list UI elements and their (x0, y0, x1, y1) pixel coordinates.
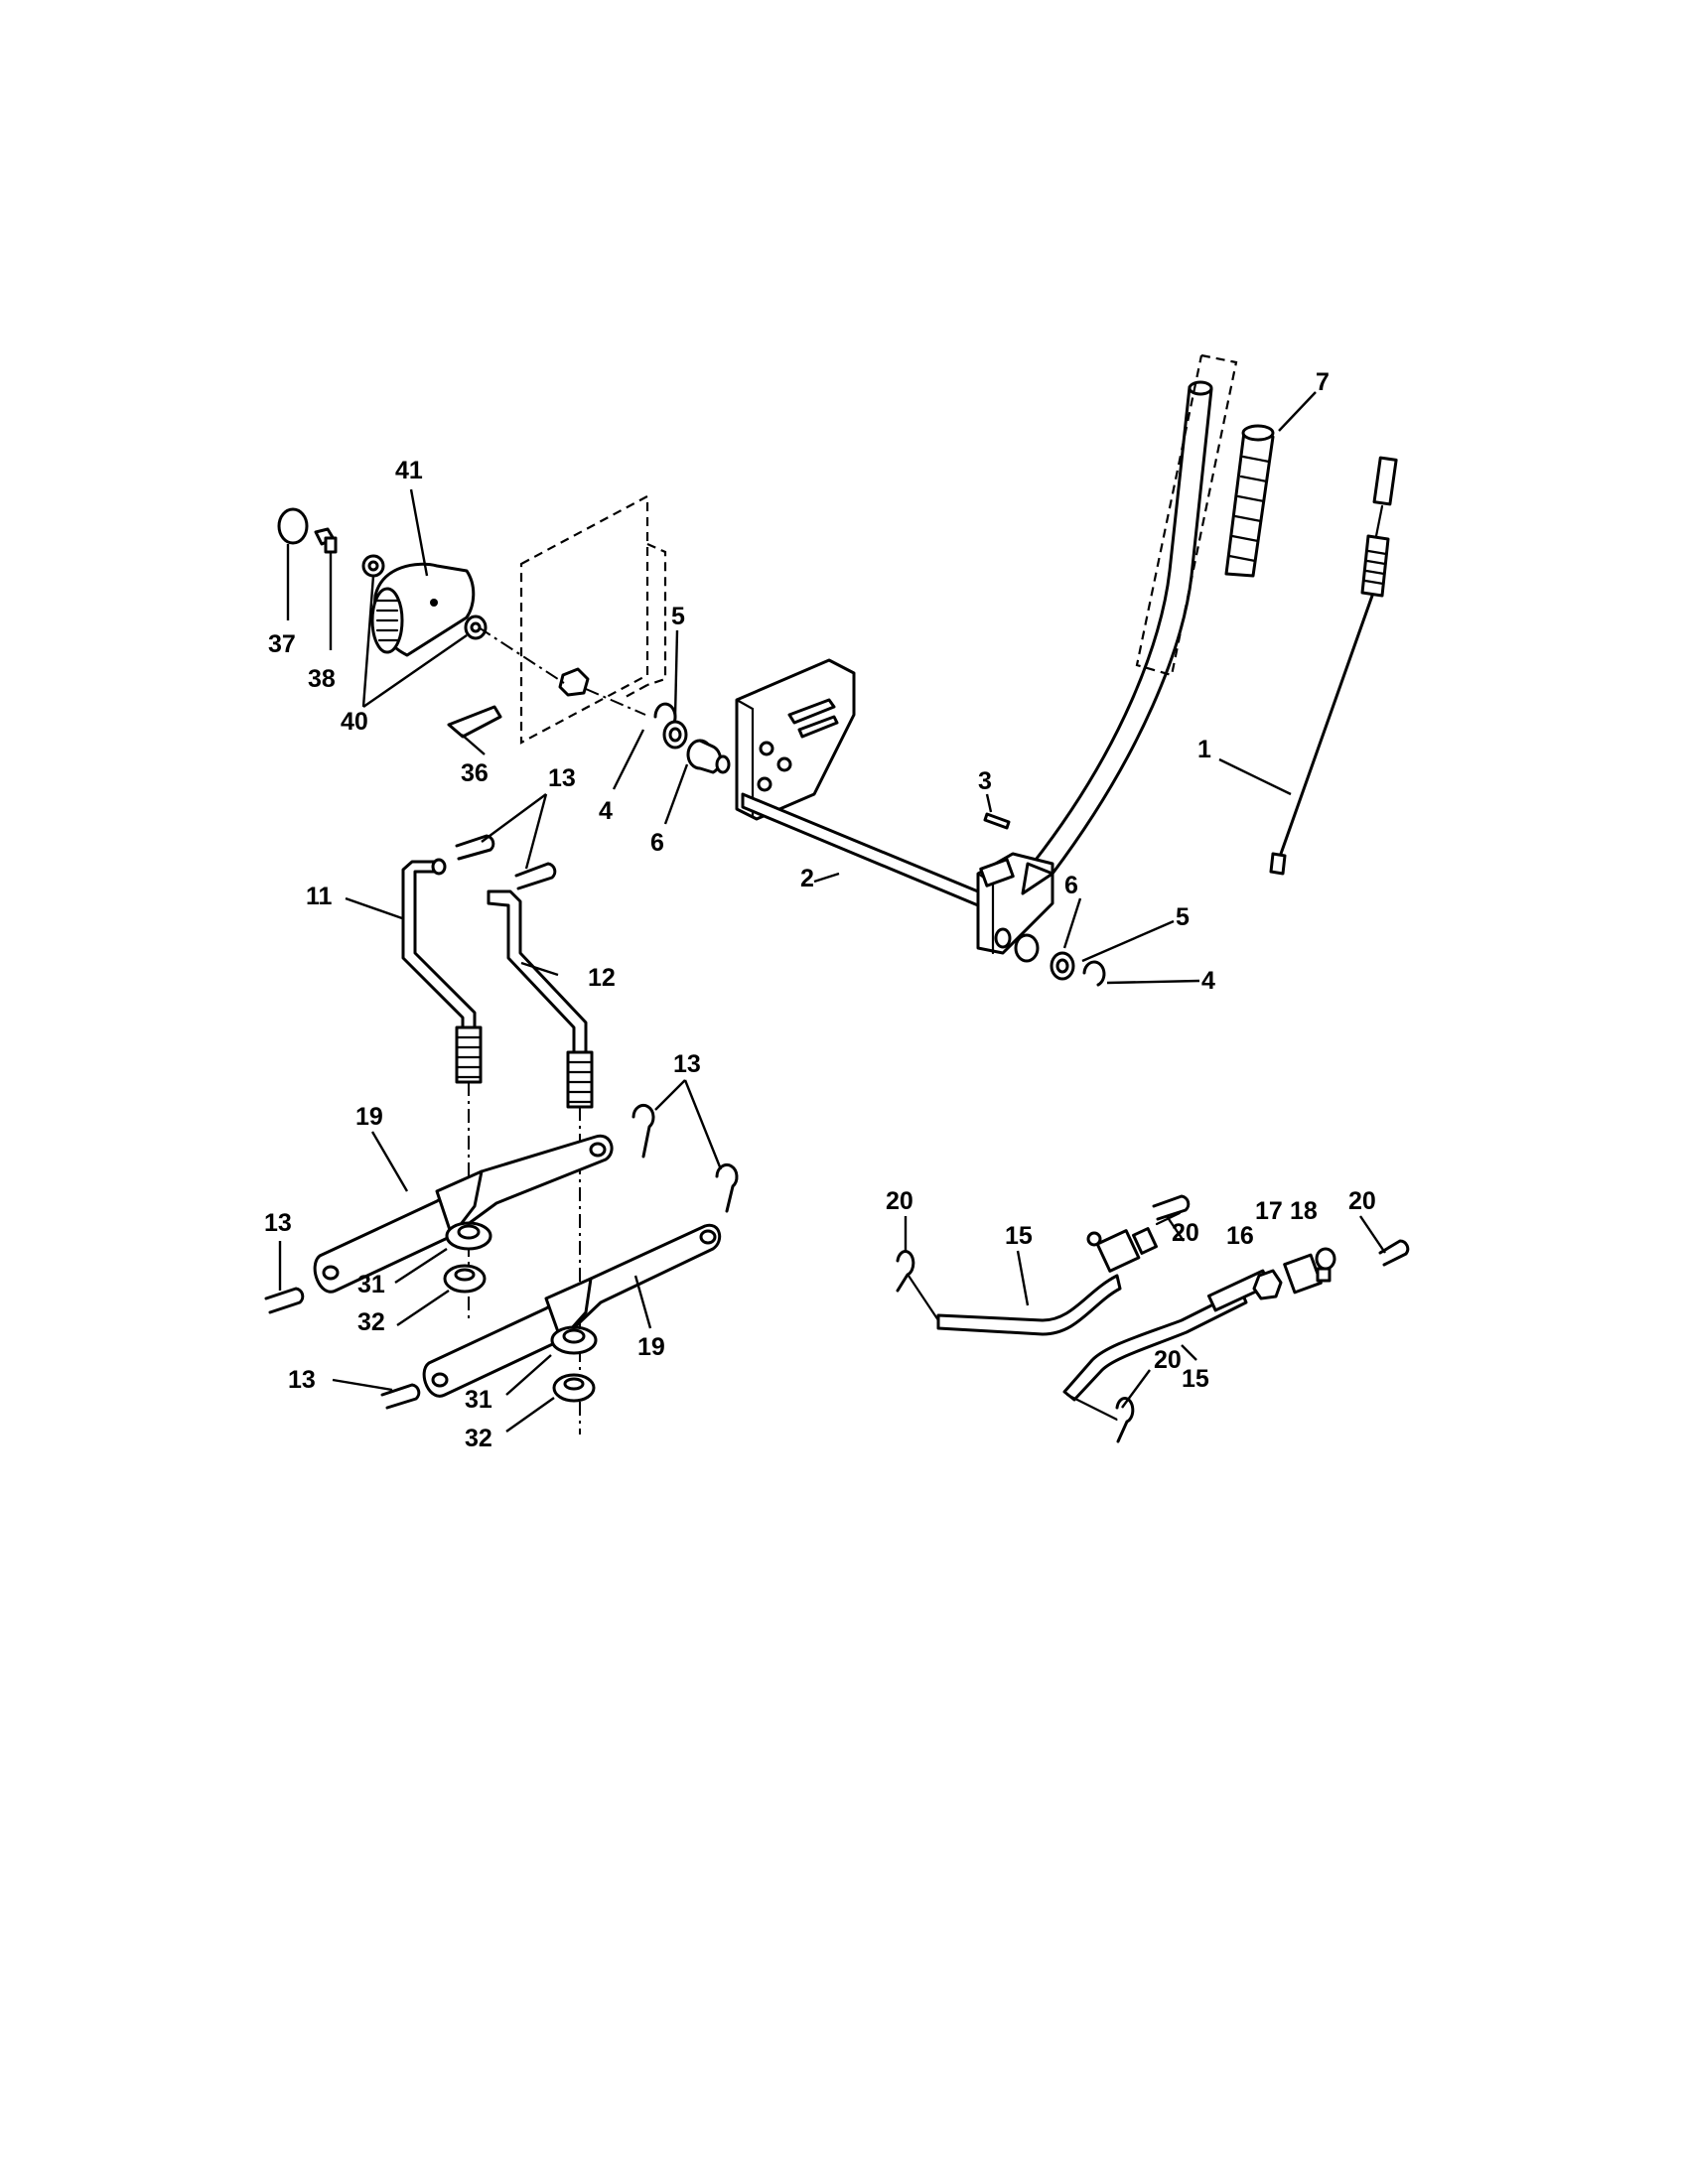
plate-nut (558, 667, 590, 697)
part-4-clip-right (1082, 960, 1106, 987)
part-15-rod-lower (1062, 1269, 1272, 1422)
callout-16: 16 (1226, 1222, 1254, 1250)
parts-16-17-18-hardware (1252, 1247, 1336, 1300)
part-20-clips (896, 1194, 1410, 1443)
part-6-bushing-right (994, 927, 1040, 963)
callout-38: 38 (308, 665, 336, 693)
part-40-washers (361, 554, 488, 640)
lift-lever (976, 380, 1213, 955)
part-38-bolt (314, 527, 338, 554)
callouts: 1 2 3 4 4 5 5 6 6 7 11 12 13 13 13 13 15… (264, 368, 1376, 1452)
callout-15-upper: 15 (1005, 1222, 1033, 1250)
callout-1: 1 (1197, 736, 1211, 763)
callout-36: 36 (461, 759, 489, 787)
callout-31-upper: 31 (357, 1271, 385, 1298)
callout-6-right: 6 (1064, 872, 1078, 899)
callout-7: 7 (1316, 368, 1330, 396)
part-13-clips-top (455, 834, 557, 890)
callout-5-left: 5 (671, 603, 685, 630)
callout-15-lower: 15 (1182, 1365, 1209, 1393)
part-1-cable (1269, 456, 1398, 876)
part-11-rod (401, 858, 483, 1084)
part-5-washer-right (1050, 951, 1075, 981)
callout-20-left: 20 (886, 1187, 913, 1215)
callout-6-left: 6 (650, 829, 664, 857)
callout-13-top: 13 (548, 764, 576, 792)
callout-5-right: 5 (1176, 903, 1190, 931)
part-41-knob (370, 562, 476, 657)
callout-40: 40 (341, 708, 368, 736)
callout-20-mid: 20 (1172, 1219, 1199, 1247)
part-31-nut-upper (445, 1221, 492, 1251)
callout-4-right: 4 (1201, 967, 1215, 995)
callout-19-upper: 19 (355, 1103, 383, 1131)
callout-19-lower: 19 (637, 1333, 665, 1361)
part-15-adjuster-upper (1086, 1211, 1182, 1273)
part-6-bushing-left (686, 739, 731, 774)
part-32-nut-upper (443, 1264, 487, 1294)
callout-12: 12 (588, 964, 616, 992)
callout-41: 41 (395, 457, 423, 484)
callout-31-lower: 31 (465, 1386, 492, 1414)
part-3-pin (983, 812, 1011, 830)
part-31-nut-lower (550, 1325, 598, 1355)
callout-32-lower: 32 (465, 1425, 492, 1452)
callout-13-left: 13 (264, 1209, 292, 1237)
callout-13-bottom: 13 (288, 1366, 316, 1394)
part-2-shaft (741, 792, 980, 907)
part-13-clips-links (264, 1103, 739, 1410)
callout-2: 2 (800, 865, 814, 892)
part-37-ring (277, 507, 309, 545)
part-5-washer-left (662, 720, 688, 750)
part-36-clip (447, 705, 502, 739)
callout-18: 18 (1290, 1197, 1318, 1225)
part-32-nut-lower (552, 1373, 596, 1403)
callout-17: 17 (1255, 1197, 1283, 1225)
callout-11: 11 (306, 883, 333, 910)
part-19-link-lower (422, 1223, 722, 1398)
callout-3: 3 (978, 767, 992, 795)
callout-4-left: 4 (599, 797, 613, 825)
part-12-rod (487, 889, 594, 1109)
callout-13-right: 13 (673, 1050, 701, 1078)
callout-32-upper: 32 (357, 1308, 385, 1336)
mounting-plate-outline (519, 494, 667, 745)
part-19-link-upper (313, 1134, 614, 1294)
part-7-grip (1224, 424, 1275, 578)
callout-37: 37 (268, 630, 296, 658)
part-15-rod-upper (897, 1259, 1122, 1336)
callout-20-right: 20 (1348, 1187, 1376, 1215)
leader-lines (278, 391, 1386, 1433)
callout-20-lower: 20 (1154, 1346, 1182, 1374)
bracket-plate (735, 658, 856, 821)
handle-extension-outline (1135, 353, 1238, 677)
